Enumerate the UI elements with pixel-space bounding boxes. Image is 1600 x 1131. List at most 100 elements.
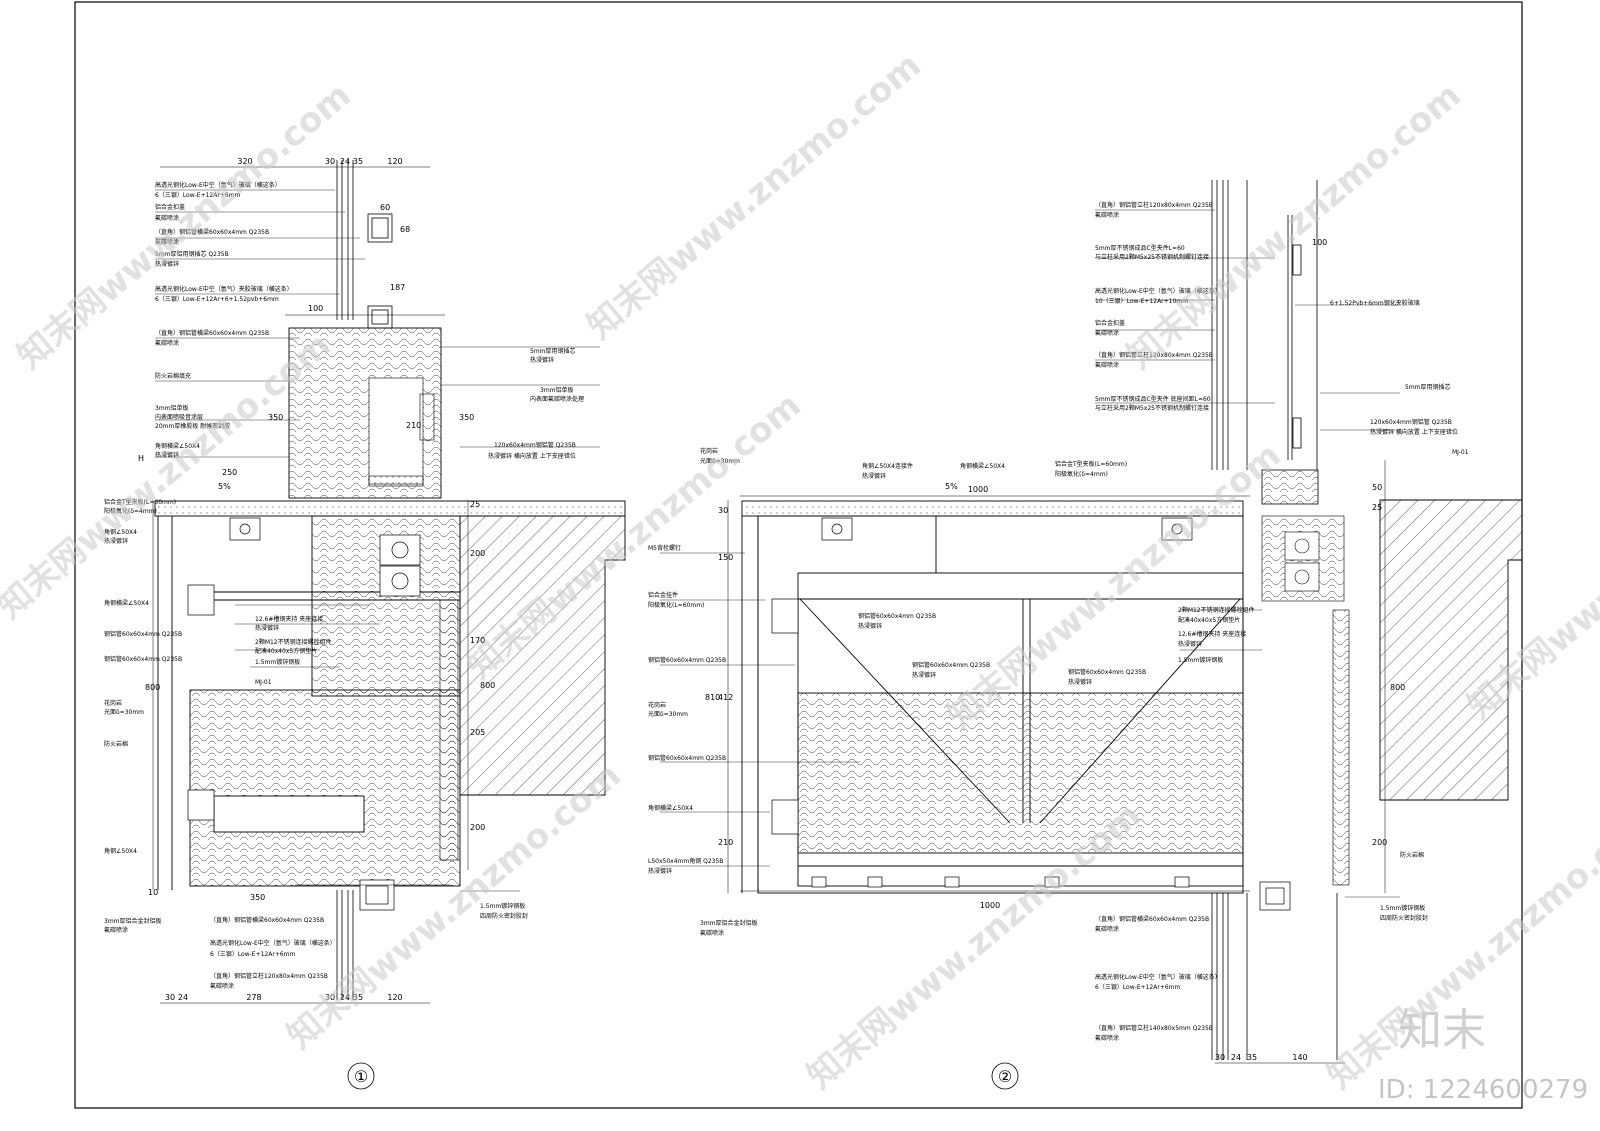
label-1-30: 氟碳喷涂 xyxy=(104,926,128,934)
dim-mid-2-3: 412 xyxy=(718,693,733,702)
dim-mid-2-8: 25 xyxy=(1372,503,1382,512)
label-1-18: 铝合金T型夹板(L=60mm) xyxy=(104,498,176,506)
dim-mid-1-9: 200 xyxy=(470,549,485,558)
label-1-36: 5mm厚用钢插芯 xyxy=(530,347,576,355)
dim-mid-1-8: 25 xyxy=(470,500,480,509)
label-1-8: 高透光钢化Low-E中空（氩气）夹胶玻璃（横这条） xyxy=(155,285,293,293)
dim-mid-1-6: 350 xyxy=(459,413,474,422)
slope-2: 5% xyxy=(945,482,958,491)
label-2-45: 3mm厚铝合金封铝板 xyxy=(700,919,758,927)
dim-mid-1-13: 200 xyxy=(470,823,485,832)
dim-mid-2-6: 1000 xyxy=(980,901,1000,910)
label-2-33: 钢铝管60x60x4mm Q235B xyxy=(912,661,990,669)
label-1-32: 高透光钢化Low-E中空（氩气）玻璃（横这条） xyxy=(210,939,336,947)
mullion-top-2 xyxy=(1211,180,1319,505)
detail-2-number: ② xyxy=(998,1067,1012,1086)
label-2-8: （直角）钢铝管立柱120x80x4mm Q235B xyxy=(1095,351,1213,359)
label-2-42: 角钢横梁∠50X4 xyxy=(648,804,693,812)
dim-top-1-2: 24 xyxy=(340,157,350,166)
label-2-47: （直角）钢铝管横梁60x60x4mm Q235B xyxy=(1095,915,1209,923)
label-2-27: 钢铝管60x60x4mm Q235B xyxy=(858,612,936,620)
dim-bottom-1-6: 120 xyxy=(387,993,402,1002)
label-1-19: 阳极氧化(δ=4mm) xyxy=(104,507,157,515)
dim-mid-2-10: 200 xyxy=(1372,838,1387,847)
dim-mid-1-7: 250 xyxy=(222,468,237,477)
label-2-40: 光面δ=30mm xyxy=(648,710,688,718)
label-2-10: 5mm厚不锈钢成品C型夹件 底座间距L=60 xyxy=(1095,395,1211,403)
label-2-39: 花岗岩 xyxy=(648,701,666,709)
detail-2-bubble xyxy=(991,1062,1019,1090)
label-1-5: 氟碳喷涂 xyxy=(155,238,179,246)
label-1-0: 高透光钢化Low-E中空（氩气）玻璃（横这条） xyxy=(155,181,281,189)
label-2-12: 6+1.52Pvb+6mm钢化夹胶玻璃 xyxy=(1330,299,1420,307)
label-2-7: 氟碳喷涂 xyxy=(1095,329,1119,337)
label-2-4: 高透光钢化Low-E中空（氩气）玻璃（横这条） xyxy=(1095,287,1221,295)
label-2-53: 防火岩棉 xyxy=(1400,851,1424,859)
dim-bottom-1-5: 35 xyxy=(353,993,363,1002)
dim-mid-1-1: 68 xyxy=(400,225,410,234)
label-2-49: 高透光钢化Low-E中空（氩气）玻璃（横这条） xyxy=(1095,973,1221,981)
label-2-54: 1.5mm镀锌钢板 xyxy=(1380,904,1425,912)
mullion-bottom-2 xyxy=(1211,893,1338,1060)
label-1-13: 3mm铝单板 xyxy=(155,404,189,412)
label-2-35: 钢铝管60x60x4mm Q235B xyxy=(1068,668,1146,676)
granite-cap-2 xyxy=(741,500,1244,517)
label-2-18: 光面δ=30mm xyxy=(700,457,740,465)
detail-1: ① 320 30 24 35 120 30 24 278 30 24 35 12… xyxy=(104,157,626,1090)
label-1-42: 12.6#槽钢夹持 夹座连接 xyxy=(255,615,323,623)
label-1-11: 氟碳喷涂 xyxy=(155,339,179,347)
label-2-5: 10（三银）Low-E+12Ar+10mm xyxy=(1095,297,1188,305)
dim-mid-1-11: 800 xyxy=(145,683,160,692)
dim-bottom-2-3: 140 xyxy=(1292,1053,1307,1062)
label-1-39: 内表面氟碳喷涂处理 xyxy=(530,395,584,403)
dim-top-2-0: 100 xyxy=(1312,238,1327,247)
dim-mid-2-9: 800 xyxy=(1390,683,1405,692)
detail-1-bubble xyxy=(347,1062,375,1090)
label-2-17: 花岗岩 xyxy=(700,447,718,455)
label-2-19: 角钢∠50X4连接件 xyxy=(862,462,913,470)
label-2-13: 5mm厚用钢插芯 xyxy=(1405,383,1451,391)
label-1-29: 3mm厚铝合金封铝板 xyxy=(104,917,162,925)
label-1-45: 配凑40x40x5方钢垫片 xyxy=(255,647,317,655)
label-2-34: 热浸镀锌 xyxy=(912,671,936,679)
dim-mid-1-0: 60 xyxy=(380,203,390,212)
lower-body-1 xyxy=(157,515,461,890)
label-1-44: 2颗M12不锈钢连接螺栓组件 xyxy=(255,638,332,646)
label-2-22: 铝合金T型夹板(L=60mm) xyxy=(1055,460,1127,468)
label-2-44: 热浸镀锌 xyxy=(648,867,672,875)
granite-cap-1 xyxy=(154,500,626,517)
label-2-20: 热浸镀锌 xyxy=(862,472,886,480)
dim-mid-1-10: 170 xyxy=(470,636,485,645)
label-1-49: 四周防火密封胶封 xyxy=(480,912,528,920)
label-1-46: 1.5mm镀锌钢板 xyxy=(255,658,300,666)
label-2-15: 热浸镀锌 横向放置 上下支座错位 xyxy=(1370,428,1458,436)
label-1-28: 角钢∠50X4 xyxy=(104,847,137,855)
label-2-16: MJ-01 xyxy=(1452,449,1469,456)
label-1-41: 热浸镀锌 横向放置 上下支座错位 xyxy=(488,452,576,460)
label-1-16: 角钢横梁∠50X4 xyxy=(155,442,200,450)
dim-mid-2-1: 150 xyxy=(718,553,733,562)
watermark-text: 知末网www.znzmo.com xyxy=(580,45,929,347)
slope-1: 5% xyxy=(218,482,231,491)
dim-top-1-4: 120 xyxy=(387,157,402,166)
mullion-top-1 xyxy=(336,160,393,329)
label-1-33: 6（三银）Low-E+12Ar+6mm xyxy=(210,950,296,958)
label-1-1: 6（三银）Low-E+12Ar+6mm xyxy=(155,191,241,199)
label-1-47: MJ-01 xyxy=(255,679,272,686)
label-1-20: 角钢∠50X4 xyxy=(104,528,137,536)
dim-mid-2-2: 810 xyxy=(705,693,720,702)
mullion-bottom-1 xyxy=(336,890,354,1000)
label-1-3: 氟碳喷涂 xyxy=(155,214,179,222)
label-2-2: 5mm厚不锈钢成品C型夹件L=60 xyxy=(1095,244,1185,252)
label-2-3: 与立柱采用2颗M5x25不锈钢机制螺钉连接 xyxy=(1095,253,1209,261)
label-2-41: 钢铝管60x60x4mm Q235B xyxy=(648,754,726,762)
dim-mid-1-5: 210 xyxy=(406,421,421,430)
label-2-31: 12.6#槽钢夹持 夹座连接 xyxy=(1178,630,1246,638)
label-2-32: 热浸镀锌 xyxy=(1178,640,1202,648)
label-2-1: 氟碳喷涂 xyxy=(1095,211,1119,219)
brackets-1 xyxy=(187,517,421,911)
label-2-28: 热浸镀锌 xyxy=(858,622,882,630)
label-2-0: （直角）钢铝管立柱120x80x4mm Q235B xyxy=(1095,201,1213,209)
concrete-slab-1 xyxy=(439,515,626,861)
